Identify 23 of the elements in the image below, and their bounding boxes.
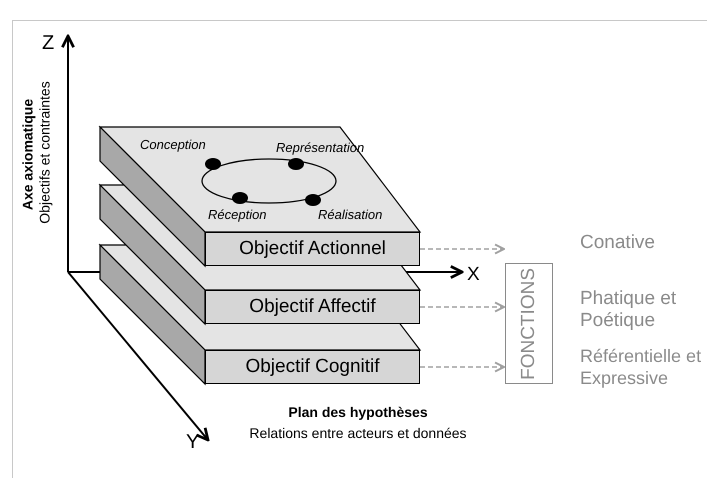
axis-label: X [467,263,480,287]
function-label: Référentielle et Expressive [580,345,702,389]
function-label: Conative [580,232,655,254]
slab-front-face [205,232,420,266]
objective-label: Objectif Cognitif [245,354,380,379]
function-label: Phatique et Poétique [580,288,678,332]
axis-label: Z [42,31,54,56]
functions-box [505,263,553,384]
stage-label: Conception [140,136,206,154]
axis-title: Plan des hypothèses [287,403,429,422]
stage-label: Réalisation [318,206,382,224]
slab-front-face [205,350,420,384]
axis-title: Axe axiomatique [18,98,36,212]
objective-label: Objectif Actionnel [239,236,386,261]
dashed-arrow [420,244,505,254]
stage-label: Réception [208,206,267,224]
functions-label: FONCTIONS [516,268,540,380]
axis-subtitle: Relations entre acteurs et données [248,424,468,443]
dashed-arrow [420,362,505,372]
objective-label: Objectif Affectif [249,294,376,319]
axis-subtitle: Objectifs et contraintes [36,80,54,226]
dashed-arrow [420,302,505,312]
slab-front-face [205,290,420,324]
